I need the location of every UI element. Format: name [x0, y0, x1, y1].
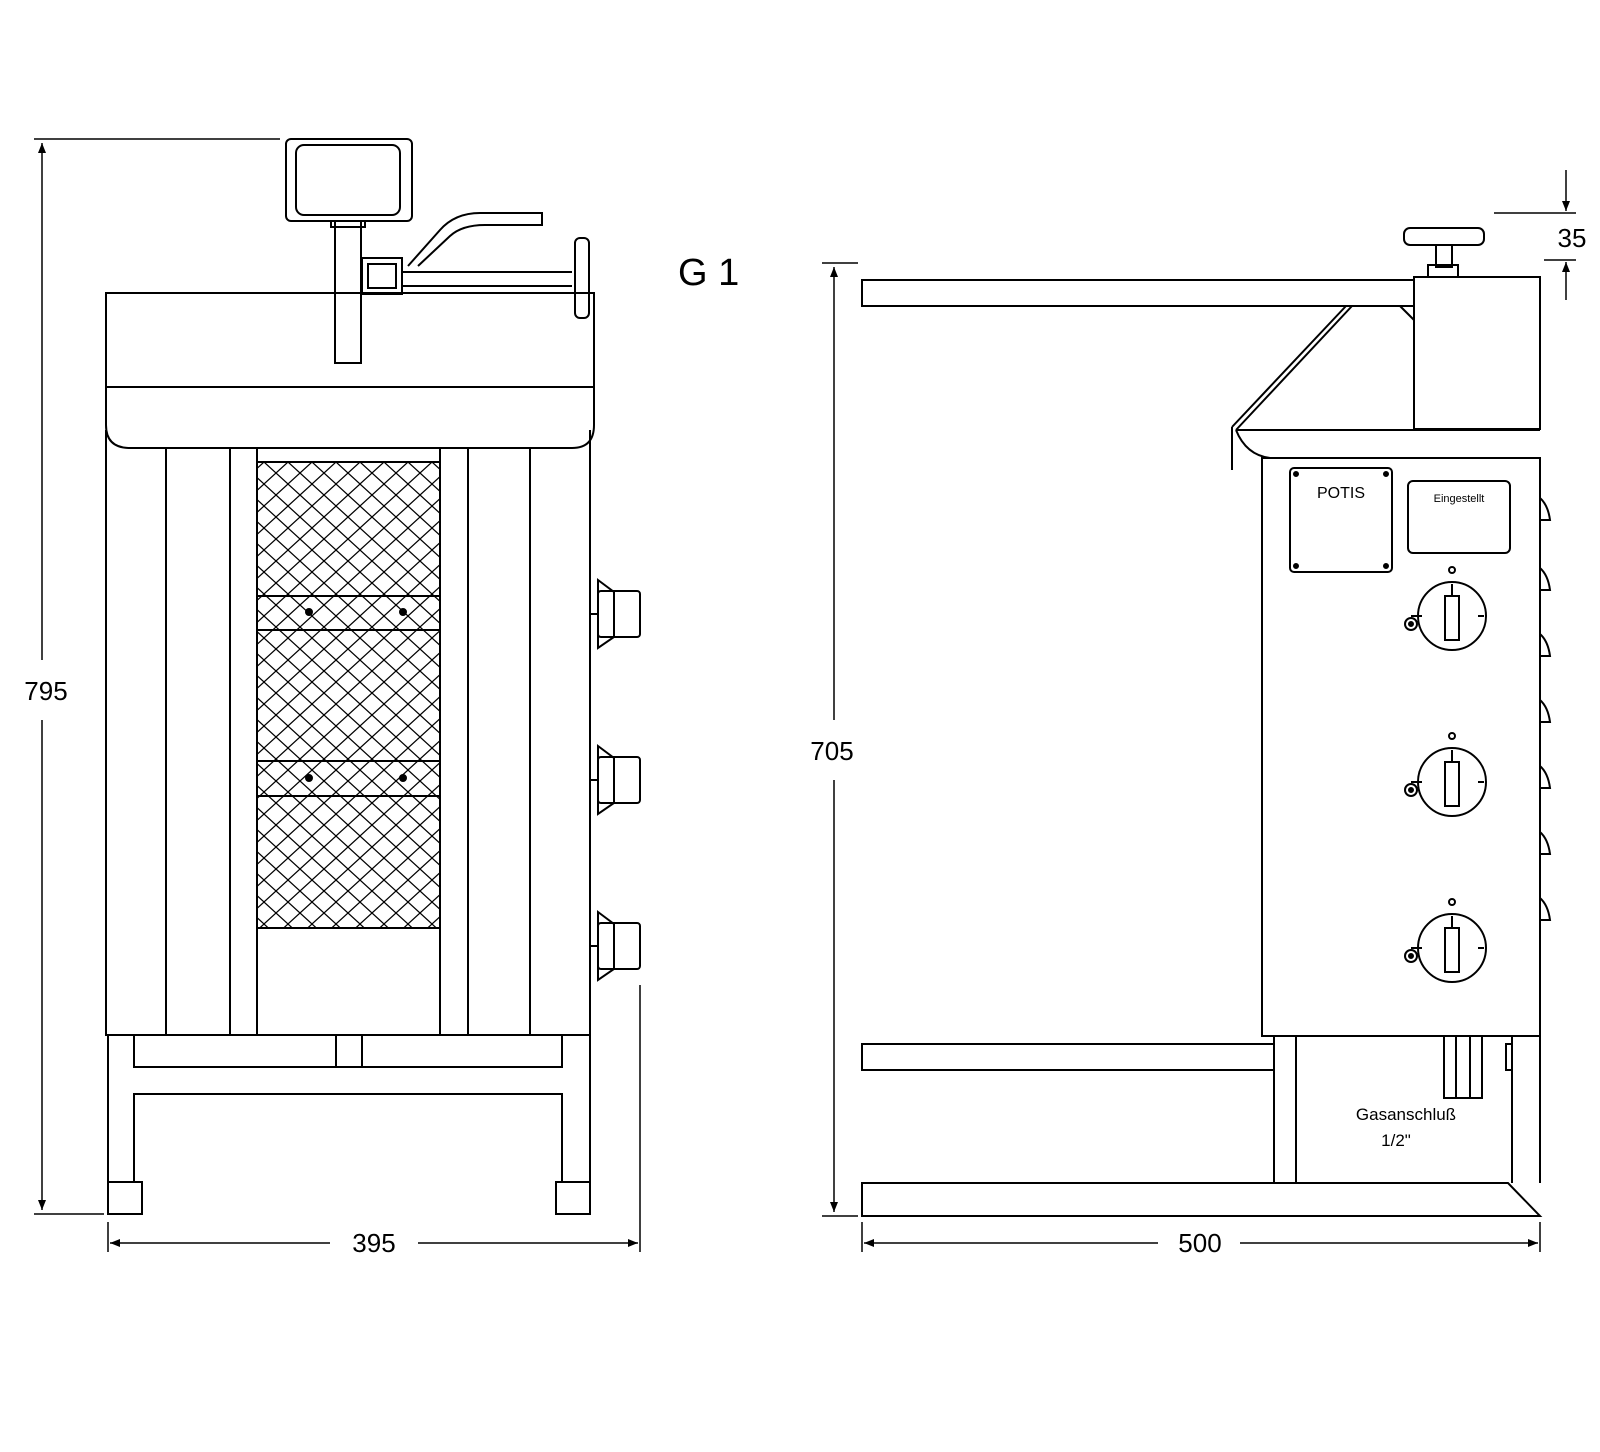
- dim-side-width: 500: [1178, 1228, 1221, 1258]
- motor-housing: [286, 139, 412, 221]
- top-block: [1414, 277, 1540, 429]
- brand-plate-text: POTIS: [1317, 485, 1365, 502]
- brand-plate: [1290, 468, 1392, 572]
- set-plate: [1408, 481, 1510, 553]
- control-knob-1: [1405, 567, 1486, 650]
- side-view: POTIS Eingestellt: [810, 170, 1586, 1258]
- side-canopy: [1232, 306, 1352, 430]
- front-foot-right: [556, 1182, 590, 1214]
- motor-window: [296, 145, 400, 215]
- control-knob-2: [1405, 733, 1486, 816]
- dim-front-height: 795: [24, 676, 67, 706]
- side-body: [1262, 458, 1540, 1036]
- top-arm: [862, 280, 1414, 306]
- front-foot-left: [108, 1182, 142, 1214]
- front-stand: [134, 1035, 562, 1067]
- dim-side-height: 705: [810, 736, 853, 766]
- front-knob-1: [590, 580, 640, 648]
- lower-arm: [862, 1044, 1274, 1070]
- side-leg: [1274, 1036, 1296, 1183]
- top-handle: [1404, 228, 1484, 245]
- front-canopy: [106, 293, 594, 448]
- curved-lever: [408, 213, 542, 266]
- adjust-knob: [575, 238, 589, 318]
- front-knob-3: [590, 912, 640, 980]
- drawing-title: G 1: [678, 252, 739, 294]
- control-knob-3: [1405, 899, 1486, 982]
- front-view: 795 395: [24, 139, 640, 1258]
- side-base: [862, 1183, 1540, 1216]
- gas-size-label: 1/2": [1381, 1131, 1411, 1150]
- dim-front-width: 395: [352, 1228, 395, 1258]
- burner-mesh: [257, 462, 440, 928]
- dim-handle-height: 35: [1558, 223, 1587, 253]
- front-knob-2: [590, 746, 640, 814]
- set-plate-text: Eingestellt: [1434, 493, 1485, 505]
- gas-connection-label: Gasanschluß: [1356, 1105, 1456, 1124]
- gas-pipe: [1444, 1036, 1482, 1098]
